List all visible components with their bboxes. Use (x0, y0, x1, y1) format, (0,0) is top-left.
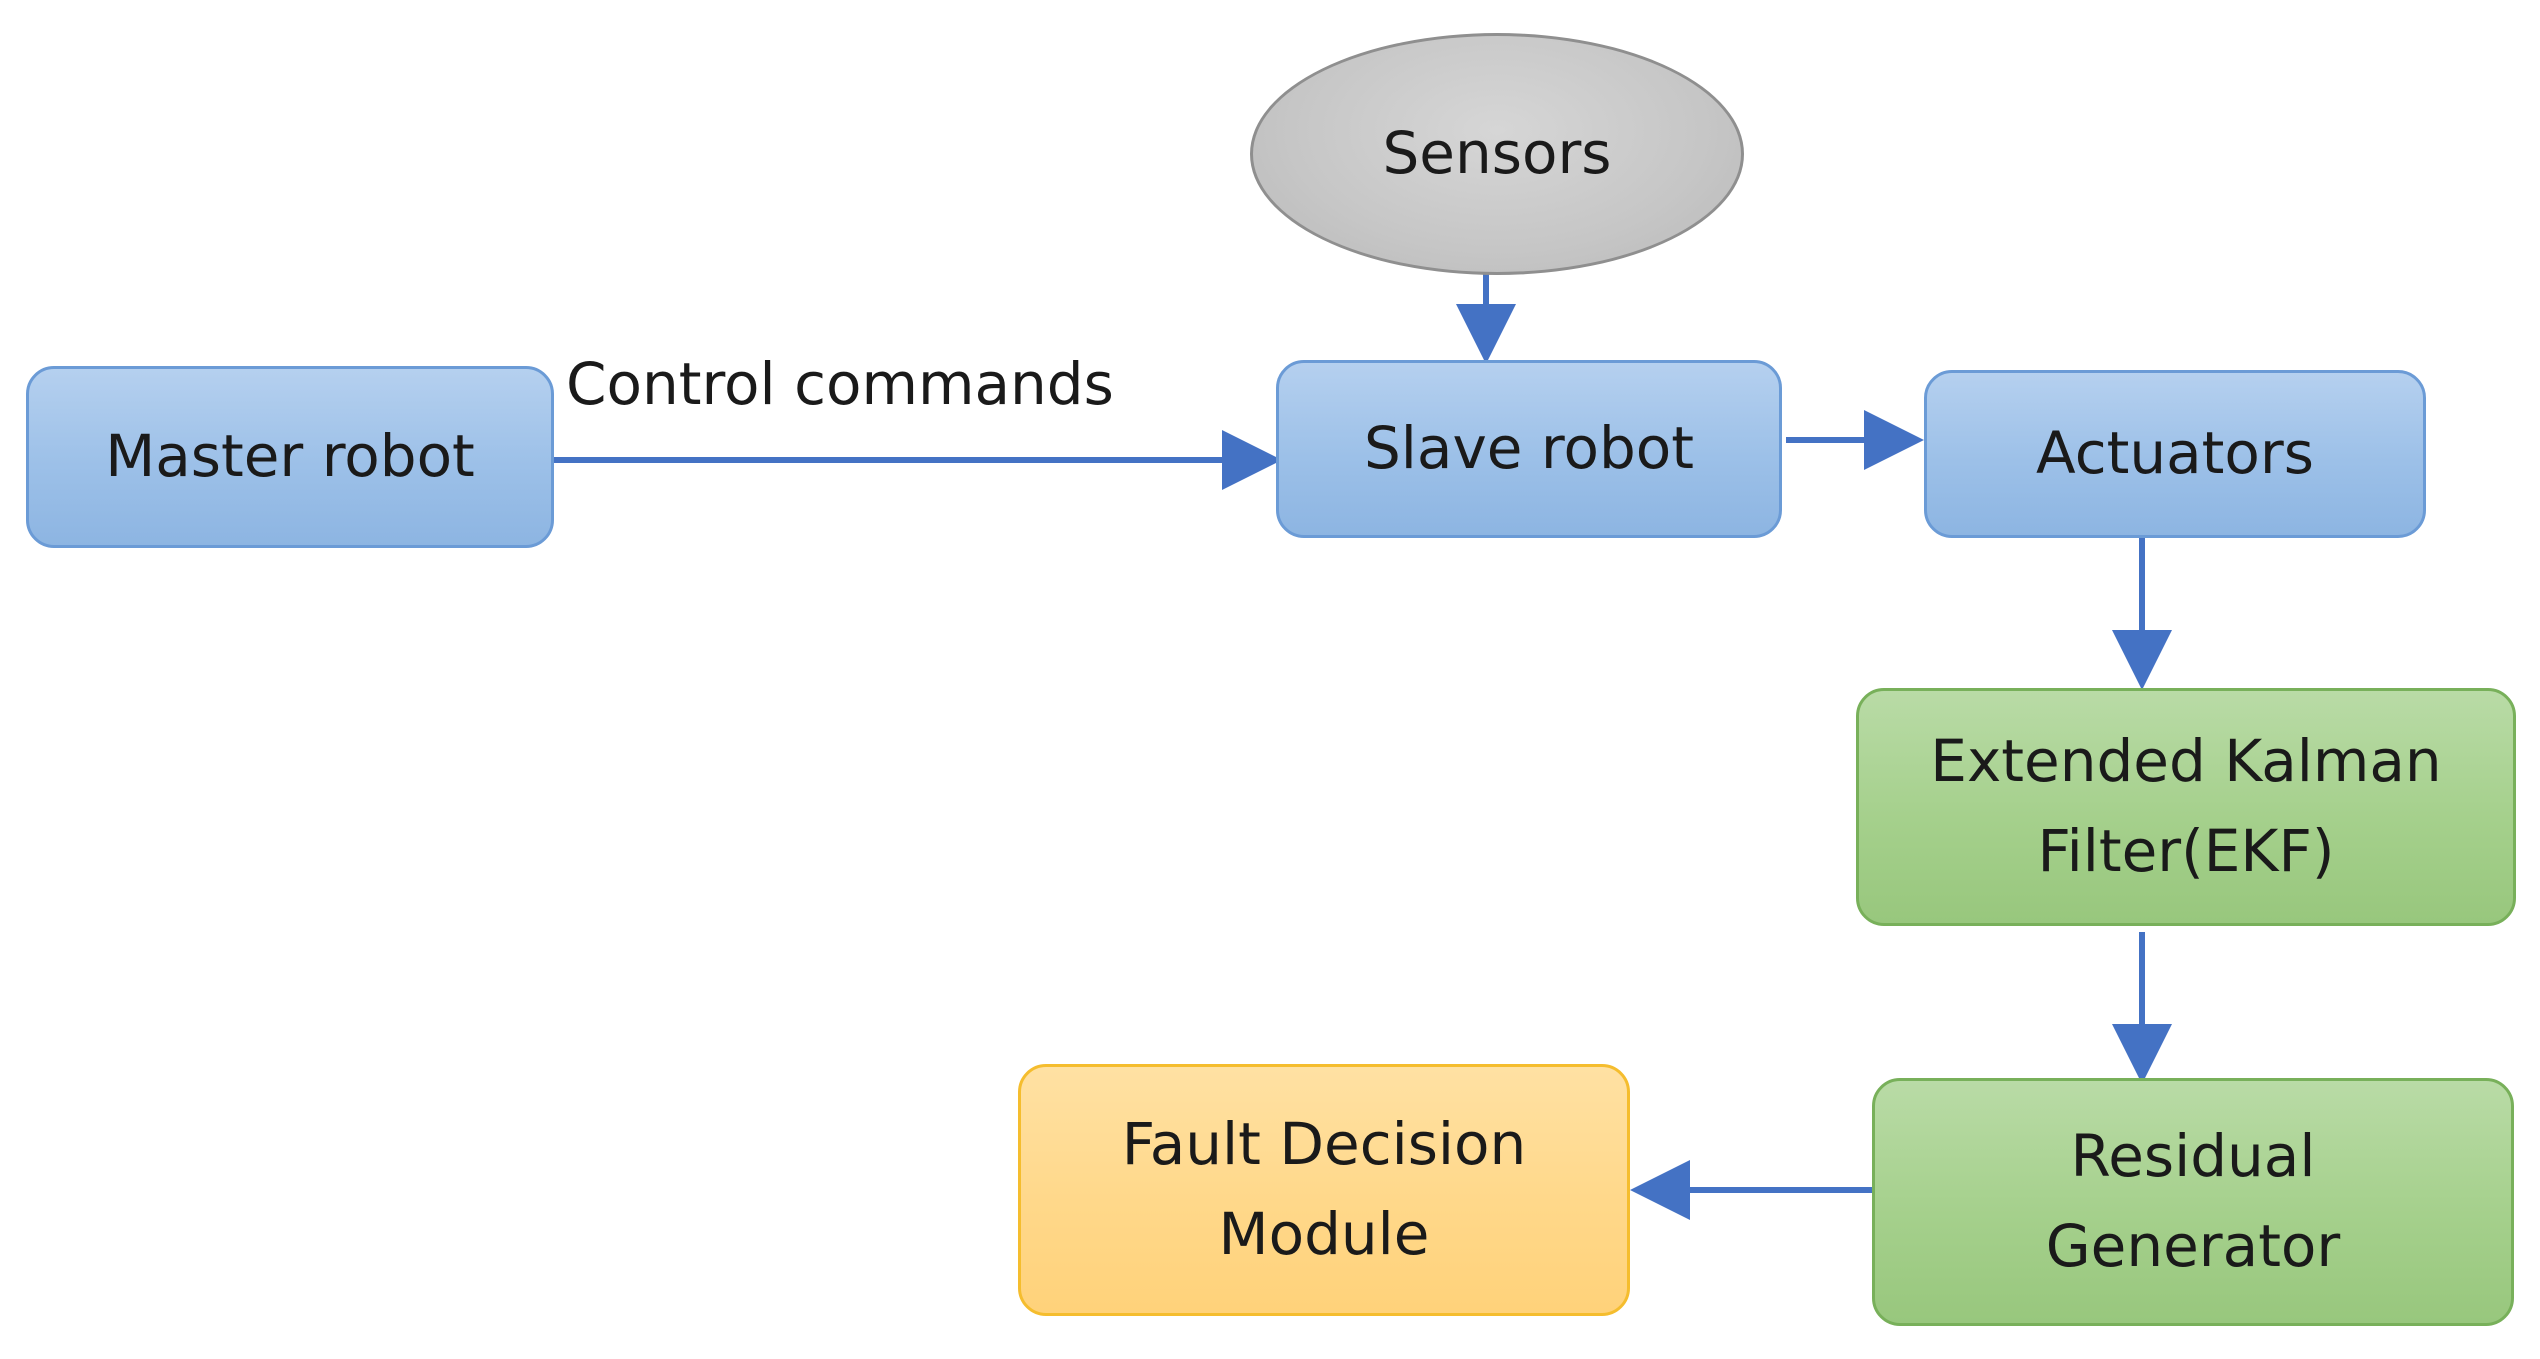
slave-robot-node: Slave robot (1276, 360, 1782, 538)
fault-decision-module-label-line1: Fault Decision (1121, 1110, 1527, 1179)
fault-decision-module-text: Fault Decision Module (1122, 1100, 1527, 1280)
residual-generator-text: Residual Generator (2046, 1112, 2341, 1292)
sensors-node: Sensors (1250, 33, 1744, 275)
actuators-node: Actuators (1924, 370, 2426, 538)
fault-decision-module-node: Fault Decision Module (1018, 1064, 1630, 1316)
sensors-label: Sensors (1382, 119, 1612, 188)
residual-generator-label-line1: Residual (2070, 1122, 2316, 1191)
master-robot-node: Master robot (26, 366, 554, 548)
control-commands-label: Control commands (566, 350, 1114, 418)
slave-robot-label: Slave robot (1363, 414, 1695, 483)
master-robot-label: Master robot (105, 422, 475, 491)
residual-generator-label-line2: Generator (2045, 1212, 2341, 1280)
ekf-text: Extended Kalman Filter(EKF) (1930, 717, 2441, 897)
ekf-label-line2: Filter(EKF) (2037, 817, 2335, 885)
ekf-node: Extended Kalman Filter(EKF) (1856, 688, 2516, 926)
ekf-label-line1: Extended Kalman (1930, 727, 2442, 796)
fault-decision-module-label-line2: Module (1218, 1200, 1430, 1268)
residual-generator-node: Residual Generator (1872, 1078, 2514, 1326)
actuators-label: Actuators (2036, 419, 2314, 488)
